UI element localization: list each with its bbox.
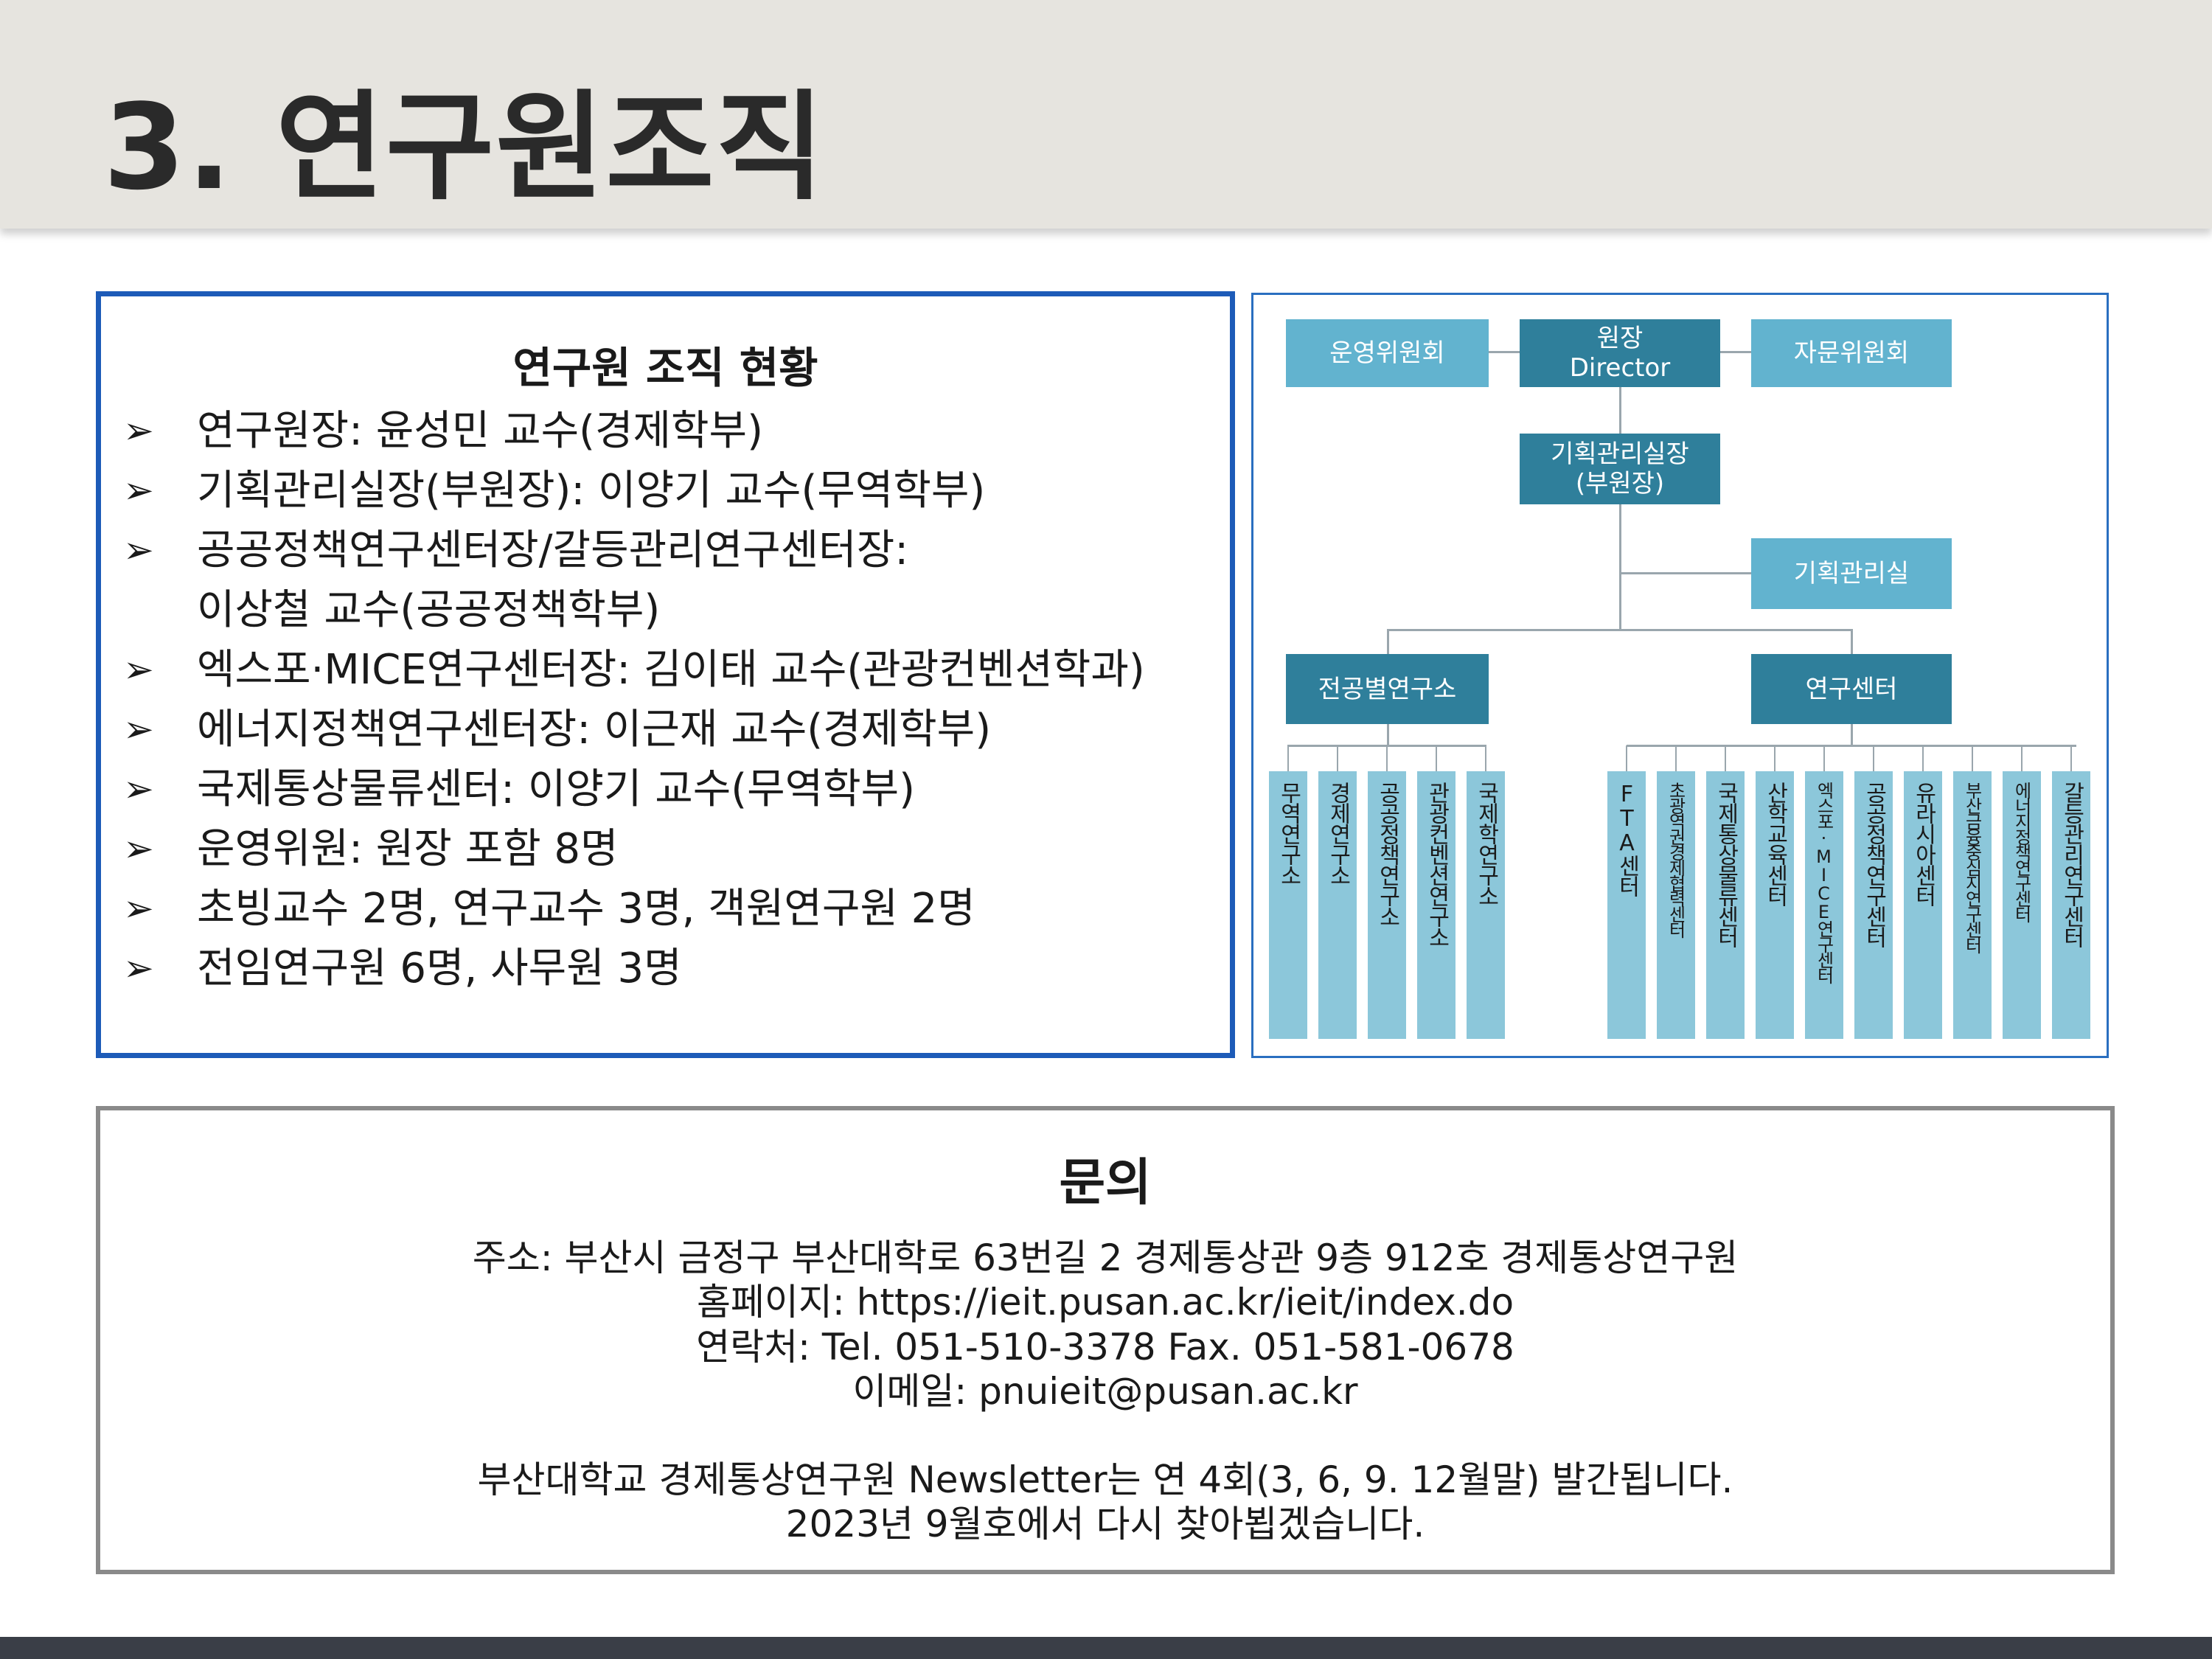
inquiry-email[interactable]: 이메일: pnuieit@pusan.ac.kr — [852, 1370, 1358, 1413]
bullet-text: 국제통상물류센터: 이양기 교수(무역학부) — [197, 765, 916, 813]
bullet-text: 이상철 교수(공공정책학부) — [197, 586, 661, 634]
connector-line — [1620, 572, 1751, 574]
connector-line — [1725, 745, 1726, 771]
inquiry-contact: 연락처: Tel. 051-510-3378 Fax. 051-581-0678 — [696, 1326, 1514, 1368]
center-box: 엑스포·MICE연구센터 — [1805, 771, 1843, 1039]
center-box: FTA센터 — [1607, 771, 1646, 1039]
arrow-bullet-icon: ➢ — [123, 469, 154, 512]
inquiry-box: 문의 주소: 부산시 금정구 부산대학로 63번길 2 경제통상관 9층 912… — [96, 1106, 2115, 1574]
institute-box: 경제연구소 — [1318, 771, 1357, 1039]
institute-box: 공공정책연구소 — [1368, 771, 1406, 1039]
connector-line — [2021, 745, 2023, 771]
center-box: 유라시아센터 — [1904, 771, 1942, 1039]
institute-box: 관광컨벤션연구소 — [1417, 771, 1455, 1039]
connector-line — [1851, 629, 1853, 654]
bullet-text: 공공정책연구센터장/갈등관리연구센터장: — [197, 526, 909, 574]
director-en: Director — [1569, 353, 1671, 383]
header-band: 3. 연구원조직 — [0, 0, 2212, 229]
connector-line — [1626, 745, 1627, 771]
center-box: 국제통상물류센터 — [1706, 771, 1745, 1039]
page-title: 3. 연구원조직 — [103, 78, 826, 216]
inquiry-notice-2: 2023년 9월호에서 다시 찾아뵙겠습니다. — [785, 1503, 1425, 1545]
arrow-bullet-icon: ➢ — [123, 409, 154, 452]
institutes-group-box: 전공별연구소 — [1286, 654, 1489, 724]
center-box: 갈등관리연구센터 — [2052, 771, 2090, 1039]
bullet-text: 엑스포·MICE연구센터장: 김이태 교수(관광컨벤션학과) — [197, 646, 1145, 694]
planning-office-box: 기획관리실 — [1751, 538, 1952, 609]
bullet-text: 에너지정책연구센터장: 이근재 교수(경제학부) — [197, 706, 992, 754]
connector-line — [1387, 629, 1853, 631]
bullet-text: 기획관리실장(부원장): 이양기 교수(무역학부) — [197, 467, 986, 515]
arrow-bullet-icon: ➢ — [123, 708, 154, 751]
institute-box: 국제학연구소 — [1467, 771, 1505, 1039]
connector-line — [1386, 745, 1388, 771]
inquiry-title: 문의 — [1059, 1154, 1152, 1212]
inquiry-address: 주소: 부산시 금정구 부산대학로 63번길 2 경제통상관 9층 912호 경… — [472, 1237, 1739, 1279]
connector-line — [1387, 724, 1389, 746]
bullet-text: 운영위원: 원장 포함 8명 — [197, 825, 619, 873]
arrow-bullet-icon: ➢ — [123, 947, 154, 990]
connector-line — [1851, 724, 1853, 746]
connector-line — [1436, 745, 1437, 771]
connector-line — [1619, 387, 1621, 630]
inquiry-notice-1: 부산대학교 경제통상연구원 Newsletter는 연 4회(3, 6, 9. … — [477, 1458, 1733, 1501]
connector-line — [1873, 745, 1874, 771]
planning-head-box: 기획관리실장 (부원장) — [1520, 434, 1720, 504]
connector-line — [2070, 745, 2072, 771]
director-box: 원장 Director — [1520, 319, 1720, 387]
arrow-bullet-icon: ➢ — [123, 768, 154, 810]
org-summary-title: 연구원 조직 현황 — [512, 343, 818, 393]
bullet-text: 초빙교수 2명, 연구교수 3명, 객원연구원 2명 — [197, 885, 975, 933]
centers-group-box: 연구센터 — [1751, 654, 1952, 724]
center-box: 산학교육센터 — [1756, 771, 1794, 1039]
connector-line — [1485, 745, 1486, 771]
connector-line — [1774, 745, 1775, 771]
advisory-committee-box: 자문위원회 — [1751, 319, 1952, 387]
connector-line — [1972, 745, 1973, 771]
institute-box: 무역연구소 — [1269, 771, 1307, 1039]
arrow-bullet-icon: ➢ — [123, 529, 154, 571]
planning-head-title: 기획관리실장 — [1551, 439, 1689, 469]
arrow-bullet-icon: ➢ — [123, 887, 154, 930]
center-box: 초광역권경제협력센터 — [1657, 771, 1695, 1039]
steering-committee-box: 운영위원회 — [1286, 319, 1489, 387]
org-summary-box: 연구원 조직 현황 ➢ 연구원장: 윤성민 교수(경제학부) ➢ 기획관리실장(부원장… — [96, 291, 1235, 1058]
org-chart: 운영위원회 원장 Director 자문위원회 기획관리실장 (부원장) 기획관… — [1251, 293, 2109, 1058]
connector-line — [1287, 745, 1289, 771]
director-ko: 원장 — [1596, 324, 1644, 353]
connector-line — [1337, 745, 1338, 771]
connector-line — [1922, 745, 1924, 771]
bullet-text: 전임연구원 6명, 사무원 3명 — [197, 945, 682, 992]
centers-bus-line — [1627, 745, 2076, 747]
connector-line — [1823, 745, 1825, 771]
center-box: 에너지정책연구센터 — [2003, 771, 2041, 1039]
connector-line — [1387, 629, 1389, 654]
connector-line — [1675, 745, 1677, 771]
arrow-bullet-icon: ➢ — [123, 827, 154, 870]
bullet-text: 연구원장: 윤성민 교수(경제학부) — [197, 407, 763, 455]
arrow-bullet-icon: ➢ — [123, 648, 154, 691]
center-box: 부산금융중심지연구센터 — [1953, 771, 1992, 1039]
inquiry-homepage[interactable]: 홈페이지: https://ieit.pusan.ac.kr/ieit/inde… — [696, 1281, 1514, 1324]
planning-head-sub: (부원장) — [1575, 469, 1665, 498]
footer-bar — [0, 1637, 2212, 1659]
center-box: 공공정책연구센터 — [1854, 771, 1893, 1039]
